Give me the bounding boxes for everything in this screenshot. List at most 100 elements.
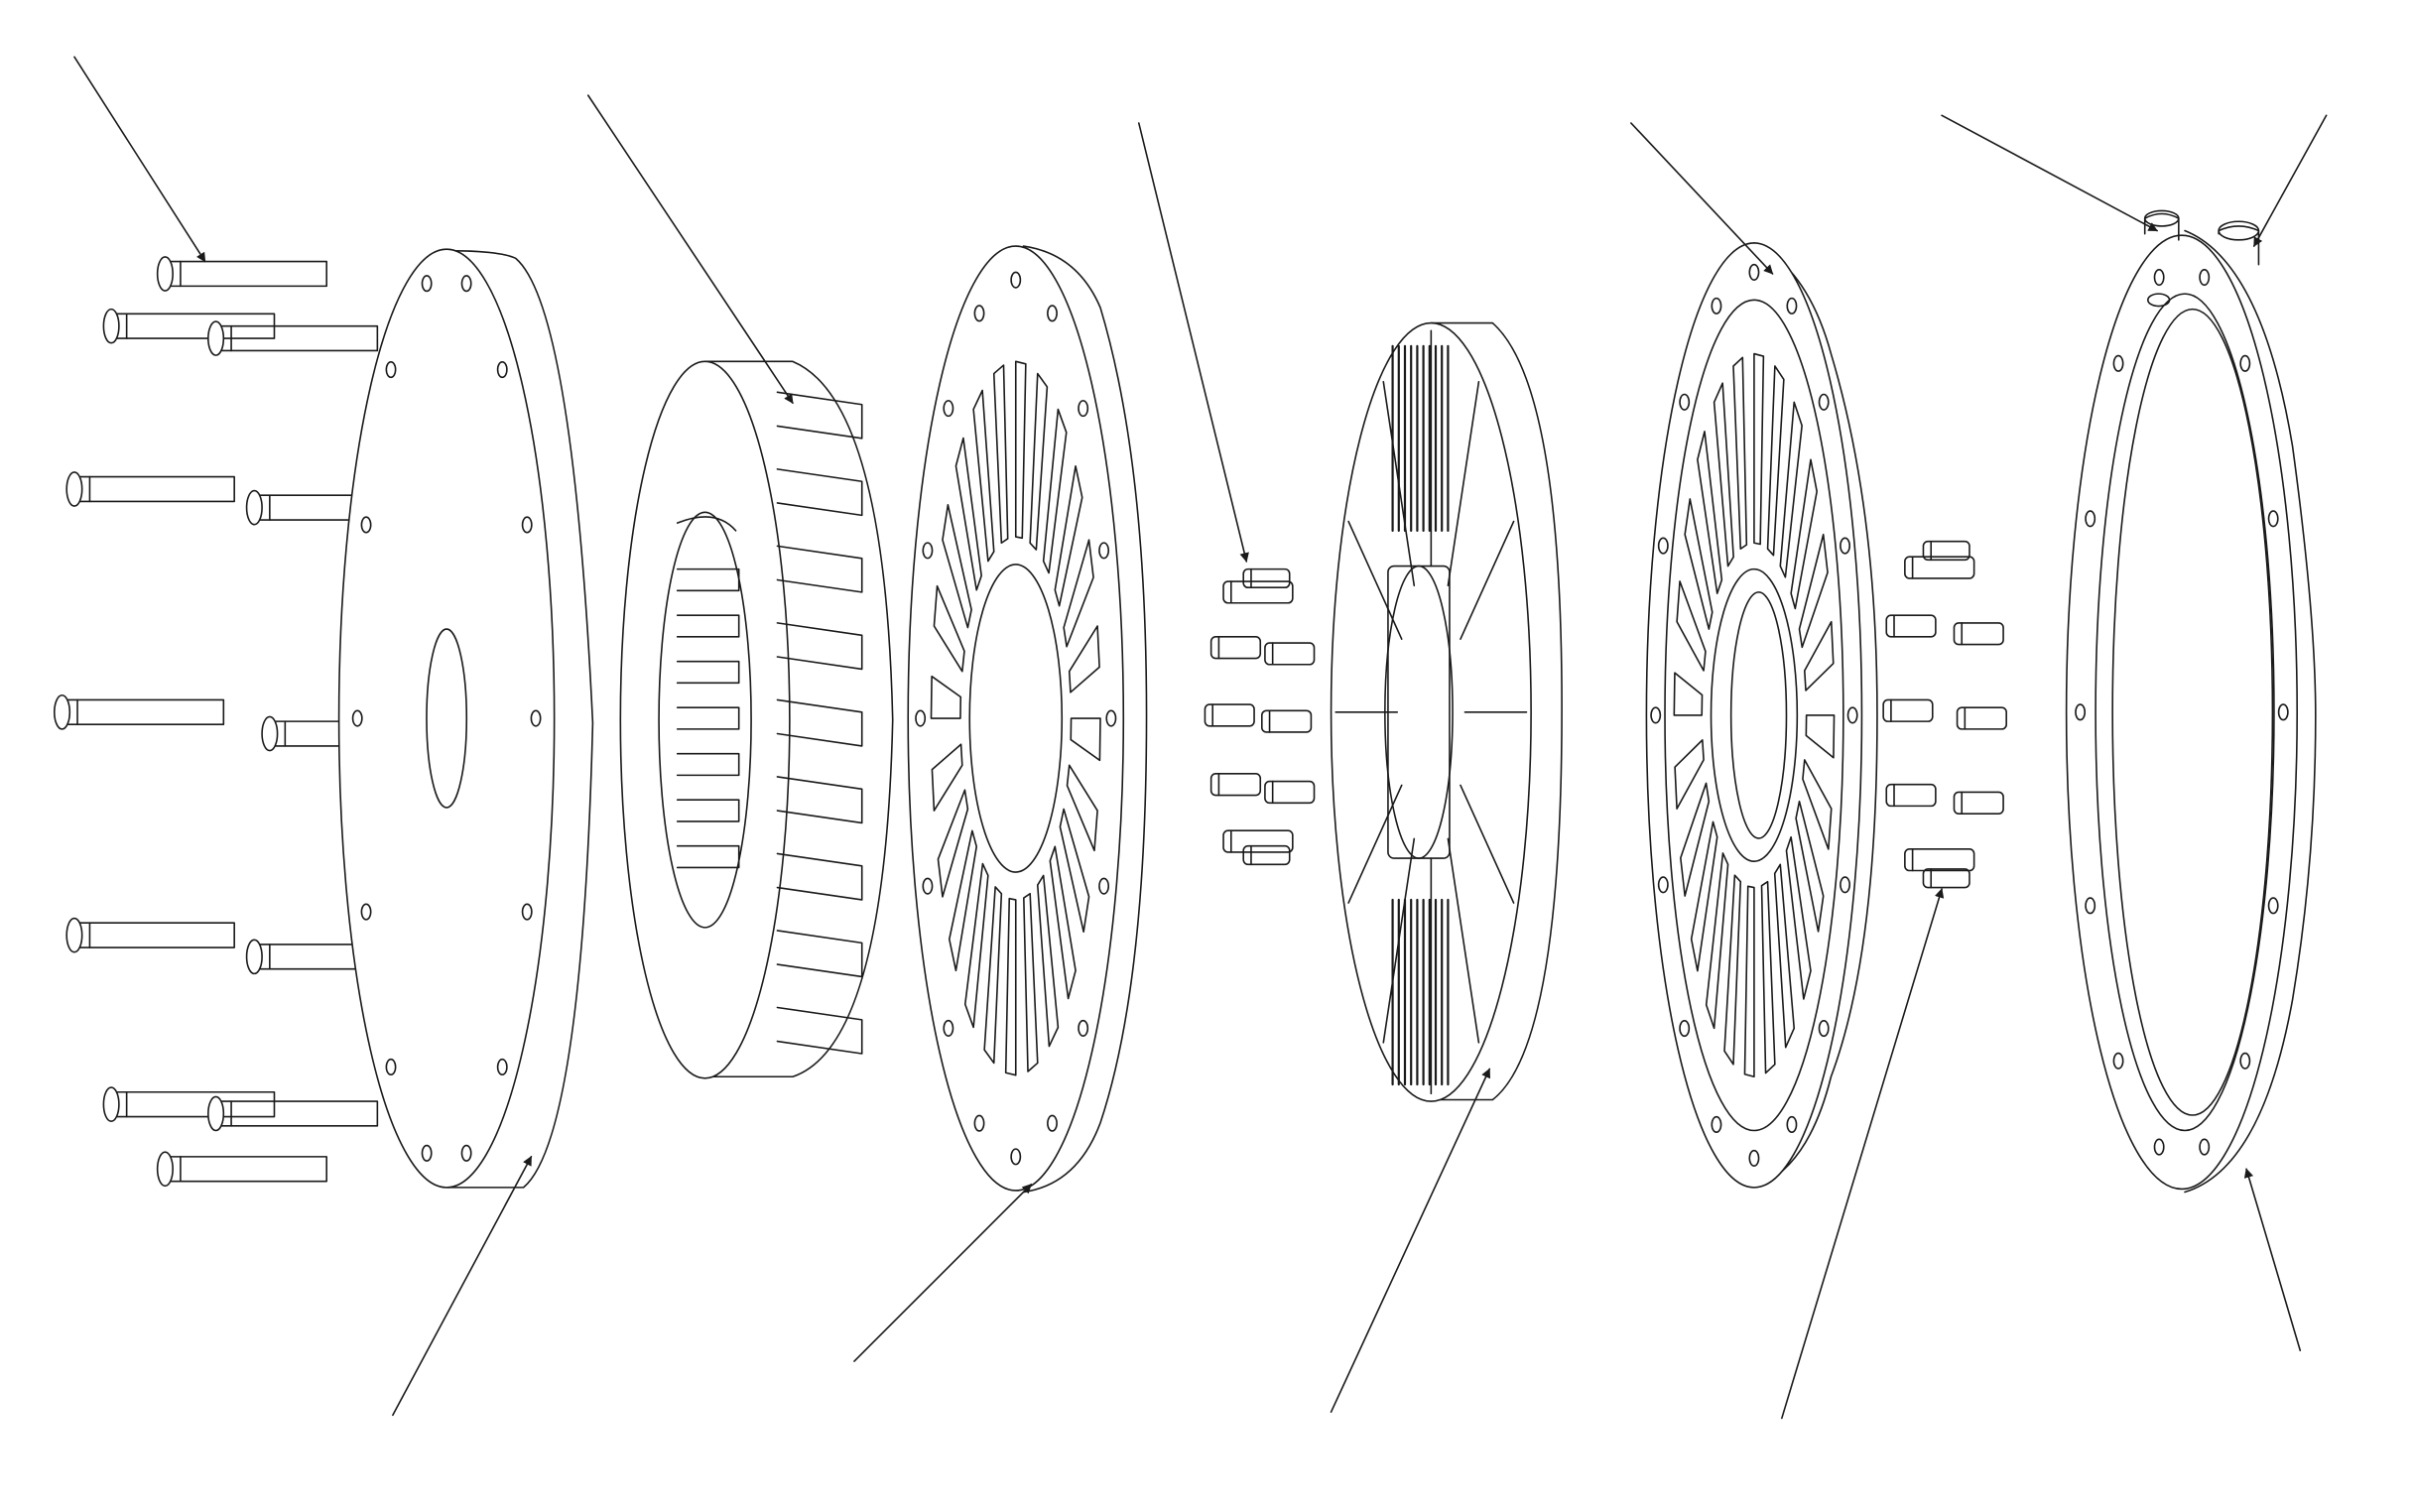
mounting-hole [1841,877,1849,893]
mounting-hole [1787,299,1796,315]
mounting-hole [1099,543,1108,559]
mounting-hole [916,710,925,726]
ring-slot [777,623,861,670]
stator-slot [1692,821,1717,970]
stator-slot [973,390,994,561]
stator-slot [1724,875,1740,1065]
stator-slot [1733,357,1746,549]
magnet [1923,869,1969,888]
slotted-ring [620,361,892,1077]
leader-line [2242,1167,2300,1350]
stator-slot [1800,535,1829,648]
magnet-set-2 [1883,542,2006,888]
stator-slot [1806,715,1834,758]
leader-line [1139,123,1251,564]
mounting-hole [1841,538,1849,554]
mounting-hole [422,276,431,292]
mounting-hole [1820,395,1829,411]
bolt [208,1096,378,1130]
mounting-hole [1079,1021,1087,1037]
mounting-hole [1011,272,1020,288]
magnet [1886,615,1936,637]
stator-slot [1698,432,1721,593]
leader-line [1631,123,1773,274]
stator-slot [1744,886,1753,1076]
inner-slot [678,707,739,729]
mounting-hole [2154,1139,2163,1155]
mounting-hole [1659,877,1668,893]
ring-slot [777,1007,861,1054]
magnet [1211,637,1261,659]
mounting-hole [944,401,952,417]
stator-slot [1030,374,1047,551]
stator-slot [1805,622,1834,691]
mounting-hole [2200,1139,2209,1155]
mounting-hole [923,878,932,894]
inner-slot [678,569,739,591]
inner-slot [678,800,739,821]
inner-slot [678,615,739,637]
mounting-hole [2269,511,2278,527]
stator-slot [1796,802,1824,932]
mounting-hole [2240,356,2249,372]
ring-slot [777,699,861,746]
stator-slot [1714,383,1734,566]
magnet [1954,623,2003,645]
mounting-hole [461,276,470,292]
bolt [158,257,327,291]
bolt [158,1152,327,1186]
mounting-hole [974,306,983,321]
magnet [1223,830,1293,852]
ring-slot [777,392,861,439]
mounting-hole [531,710,540,726]
stator-slot [950,830,976,970]
magnet [1243,569,1290,588]
ring-slot [777,546,861,592]
stator-slot [1050,846,1076,998]
stator-slot [1071,718,1100,760]
magnet [1883,699,1933,721]
magnet [1954,792,2003,814]
mounting-hole [1079,401,1087,417]
ring-slot [777,853,861,900]
bolt [66,919,234,952]
ring-slot [777,777,861,823]
mounting-hole [523,904,532,920]
mounting-hole [1106,710,1115,726]
stator-slot [1762,882,1775,1073]
stator-plate-1 [908,246,1146,1192]
stator-slot [1775,864,1795,1047]
mounting-hole [1680,1021,1689,1037]
mounting-hole [2086,898,2095,914]
bolt [55,695,224,729]
stator-slot [938,790,967,897]
mounting-hole [2076,704,2085,720]
mounting-hole [1011,1149,1020,1165]
stator-slot [984,887,1001,1064]
mounting-hole [2200,270,2209,286]
leader-line [1332,1068,1490,1412]
mounting-hole [361,517,370,533]
leader-line [393,1155,532,1415]
bolt [66,472,234,506]
mounting-hole [422,1146,431,1162]
mounting-hole [2113,1054,2122,1070]
stator-slot [1707,853,1728,1028]
mounting-hole [1680,395,1689,411]
mounting-hole [498,1060,507,1075]
stator-slot [1681,783,1710,896]
stator-slot [994,365,1008,543]
magnet [1211,774,1261,796]
mounting-hole [974,1115,983,1131]
magnet [1243,846,1290,865]
mounting-hole [1099,878,1108,894]
stator-slot [1768,366,1784,556]
stator-slot [1016,361,1026,538]
stator-slot [1070,626,1099,693]
stator-slot [1685,499,1713,629]
stator-slot [931,677,960,718]
rotor-arm [1448,838,1478,1042]
mounting-hole [1712,1117,1720,1133]
leader-line [1782,887,1946,1418]
